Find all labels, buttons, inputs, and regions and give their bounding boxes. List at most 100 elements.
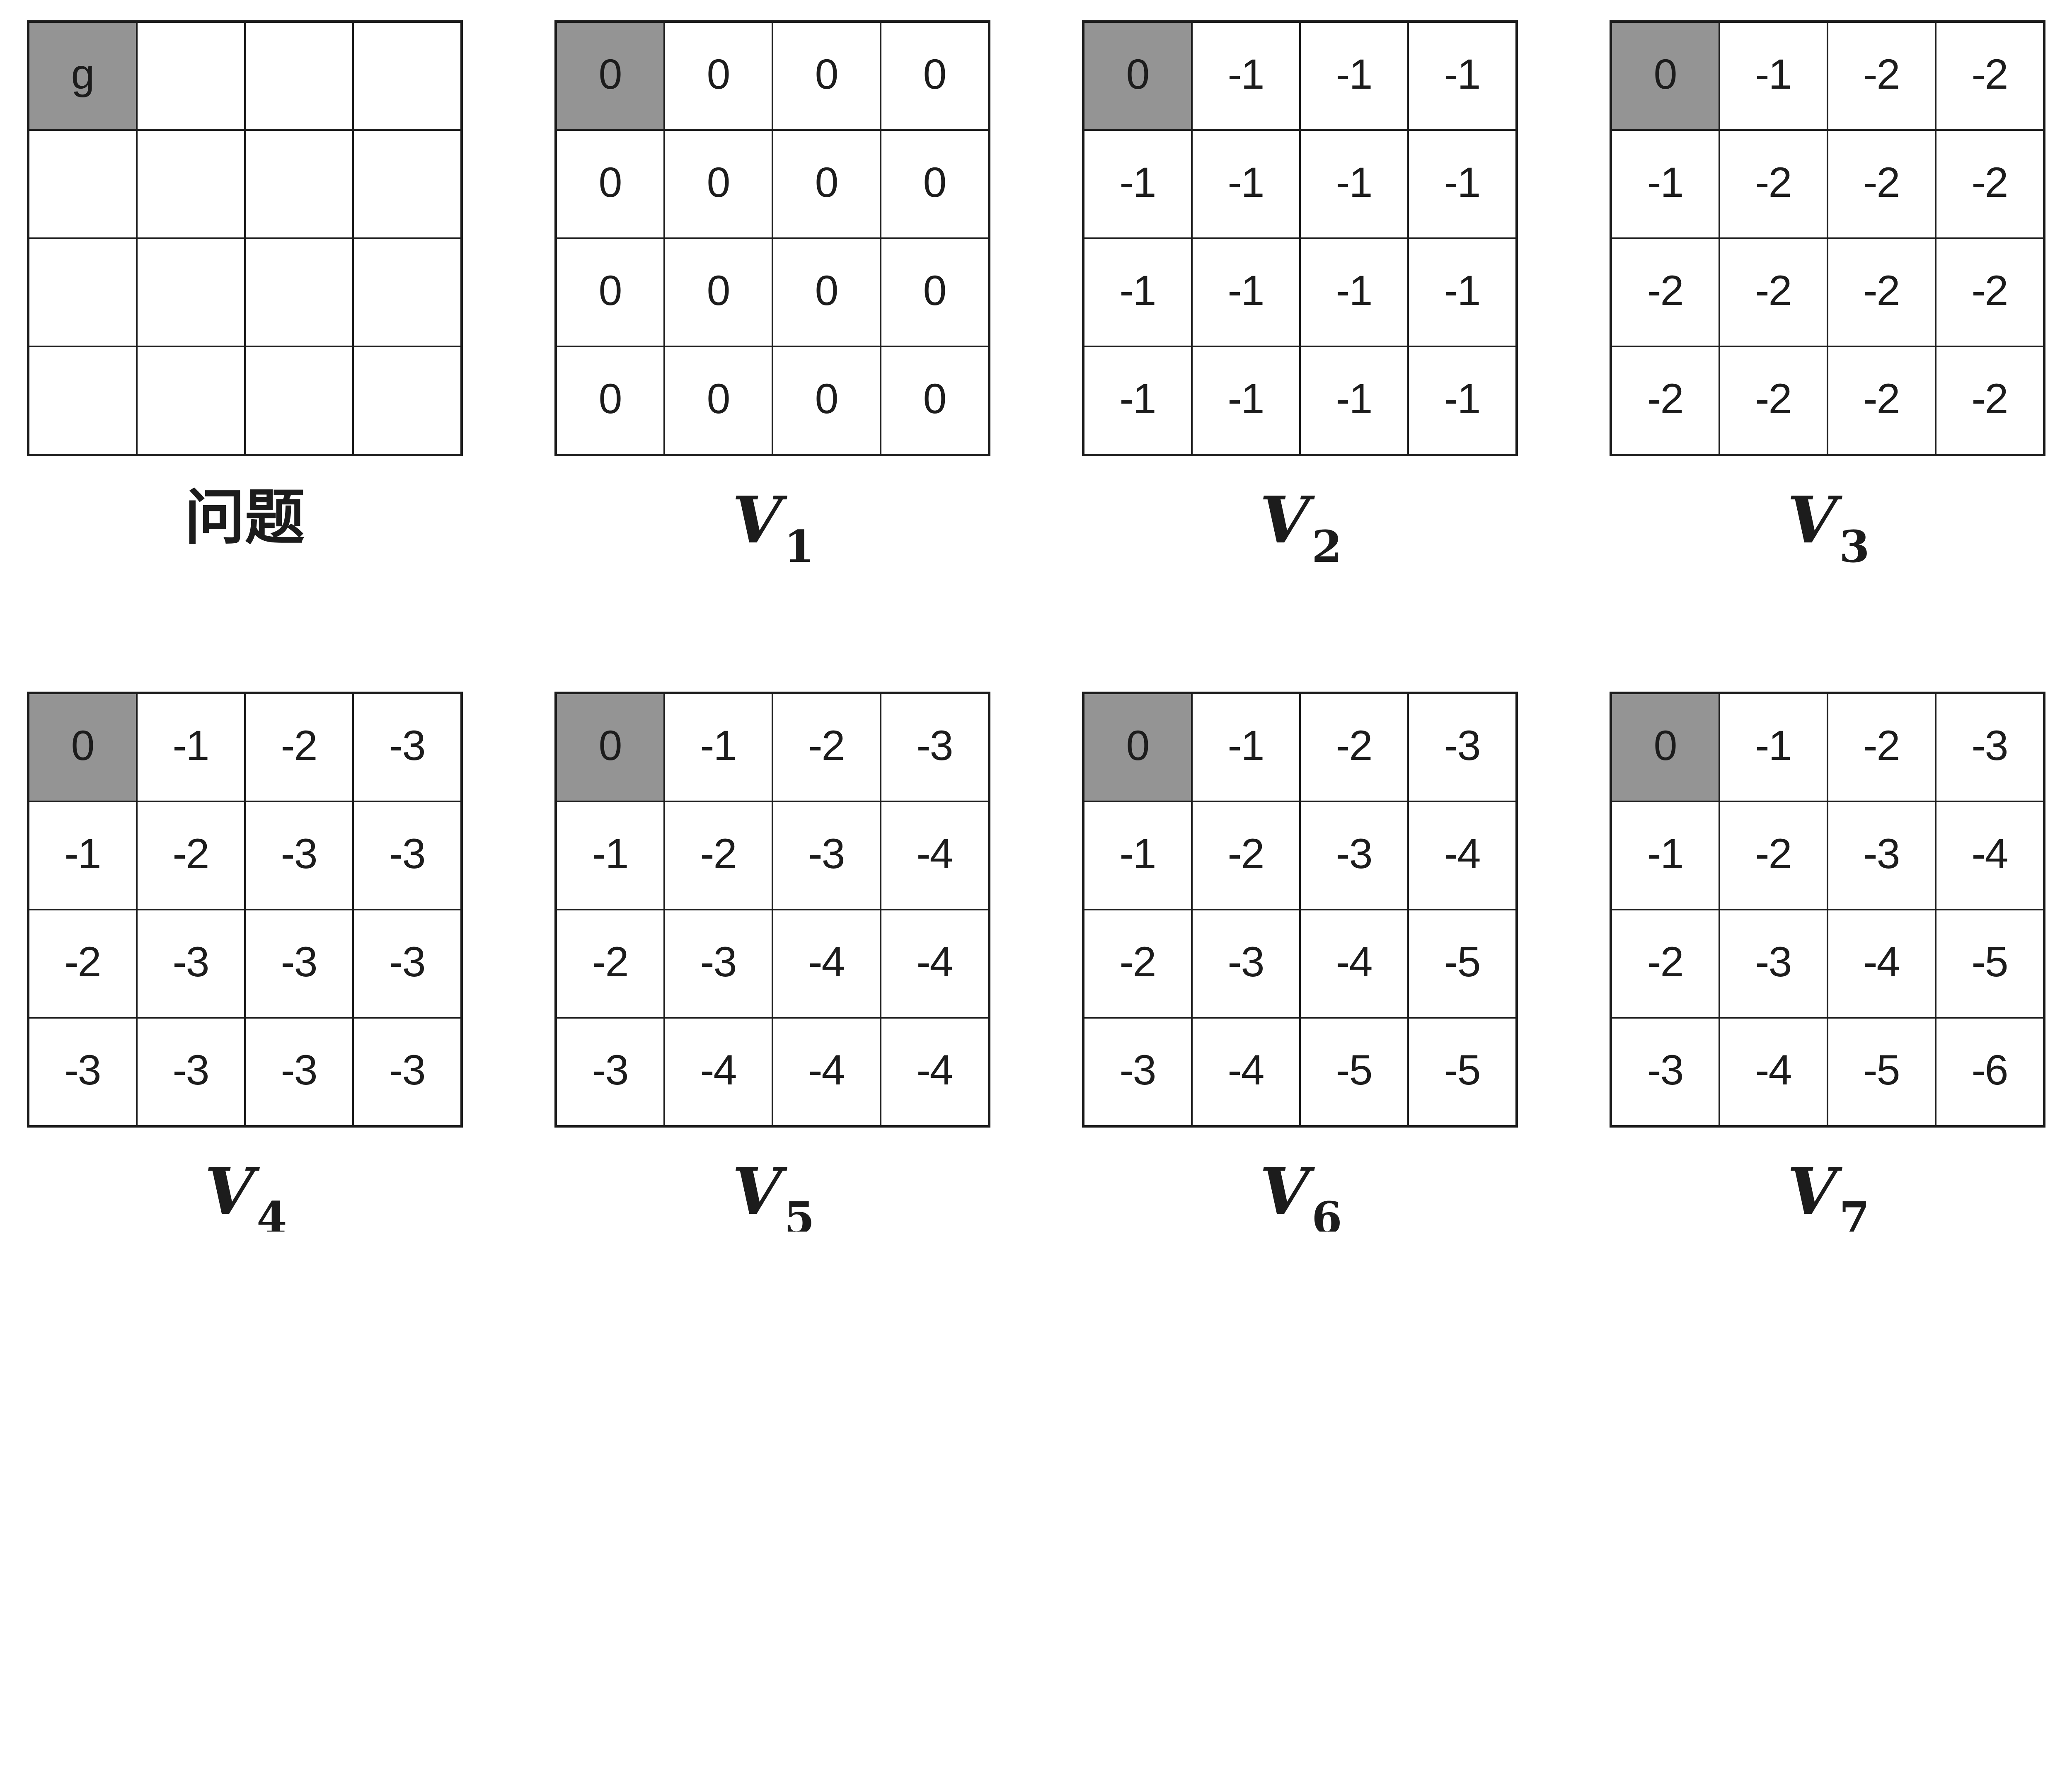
cell-value: 0 [1126,721,1150,769]
grid-cell: -3 [353,1017,461,1126]
grid-cell: -2 [1719,801,1828,910]
grid-cell: -2 [1719,346,1828,455]
cell-value: -2 [1863,266,1900,314]
grid-cell: -5 [1827,1017,1936,1126]
grid-label: V2 [1260,483,1342,572]
cell-value: 0 [923,374,947,422]
figure-v7: 0-1-2-3-1-2-3-4-2-3-4-5-3-4-5-6 V7 [1609,691,2045,1232]
grid-cell: 0 [664,22,772,130]
grid-cell: 0 [556,238,664,346]
cell-value: -2 [1647,266,1684,314]
cell-value: -3 [1755,937,1792,985]
grid-cell: -6 [1935,1017,2044,1126]
cell-value: -2 [1971,50,2008,98]
grid-cell: -4 [1191,1017,1300,1126]
grid-cell: -2 [664,801,772,910]
grid-cell: -3 [1827,801,1936,910]
cell-value: 0 [598,50,622,98]
cell-value: -1 [1227,158,1264,206]
cell-value: 0 [707,50,731,98]
grid-cell: -1 [1300,238,1408,346]
cell-value: -1 [1755,50,1792,98]
grid-problem: g [27,20,463,456]
grid-cell: 0 [880,22,989,130]
grid-cell: -2 [1935,346,2044,455]
cell-value: -2 [1336,721,1372,769]
grid-cell: 0 [556,693,664,801]
grid-cell: -3 [880,693,989,801]
grid-cell: -1 [1408,346,1516,455]
grid-cell: 0 [28,693,137,801]
cell-value: -1 [1336,50,1372,98]
grid-label-main: V [1787,1153,1837,1229]
grid-cell [28,130,137,238]
cell-value: -4 [808,1046,845,1094]
grid-cell: -1 [1191,130,1300,238]
grid-cell: -2 [1935,238,2044,346]
cell-value: -2 [1119,937,1156,985]
cell-value: -1 [1444,374,1481,422]
grid-label-subscript: 5 [784,1192,815,1232]
cell-value: -5 [1863,1046,1900,1094]
grid-v2: 0-1-1-1-1-1-1-1-1-1-1-1-1-1-1-1 [1082,20,1518,456]
cell-value: -2 [64,937,101,985]
figure-v3: 0-1-2-2-1-2-2-2-2-2-2-2-2-2-2-2 V3 [1609,20,2045,572]
cell-value: -1 [1336,158,1372,206]
grid-cell: -1 [1611,801,1719,910]
grid-cell: 0 [556,346,664,455]
grid-cell [244,238,353,346]
cell-value: -2 [700,829,737,877]
cell-value: 0 [923,50,947,98]
grid-cell [353,130,461,238]
cell-value: 0 [923,266,947,314]
grid-label: V5 [732,1153,815,1232]
cell-value: -3 [172,1046,209,1094]
grid-cell: -1 [1191,22,1300,130]
grid-cell: 0 [772,346,881,455]
grid-cell: -2 [1611,346,1719,455]
cell-value: -3 [64,1046,101,1094]
grid-cell: 0 [664,130,772,238]
cell-value: -1 [1444,266,1481,314]
grid-label-subscript: 3 [1839,520,1870,572]
cell-value: -5 [1971,937,2008,985]
cell-value: -1 [1119,158,1156,206]
grid-cell: 0 [664,346,772,455]
grid-label-main: V [1787,482,1837,558]
grid-cell: g [28,22,137,130]
grid-cell: -1 [1300,22,1408,130]
grid-cell: -1 [1408,238,1516,346]
cell-value: -2 [1863,50,1900,98]
cell-value: -4 [700,1046,737,1094]
cell-value: 0 [598,721,622,769]
cell-value: -1 [1227,266,1264,314]
grid-cell: -4 [880,909,989,1018]
grid-cell: -1 [1719,22,1828,130]
cell-value: -2 [592,937,629,985]
grid-label-main: V [732,1153,782,1229]
grid-cell: -4 [1827,909,1936,1018]
grid-label-subscript: 4 [257,1192,287,1232]
cell-value: 0 [923,158,947,206]
grid-cell: -4 [772,1017,881,1126]
cell-value: -5 [1444,937,1481,985]
grid-cell: -1 [28,801,137,910]
cell-value: -1 [1227,721,1264,769]
grid-cell: -3 [1611,1017,1719,1126]
cell-value: -1 [1647,829,1684,877]
grid-cell: -5 [1408,1017,1516,1126]
cell-value: -2 [281,721,317,769]
cell-value: -3 [1863,829,1900,877]
grid-cell: -1 [136,693,245,801]
cell-value: 0 [815,158,839,206]
cell-value: g [71,50,95,98]
cell-value: 0 [1126,50,1150,98]
cell-value: -2 [172,829,209,877]
cell-value: -3 [1444,721,1481,769]
grid-cell: 0 [772,22,881,130]
cell-value: -2 [1755,829,1792,877]
grid-cell [353,22,461,130]
grid-cell: -2 [244,693,353,801]
